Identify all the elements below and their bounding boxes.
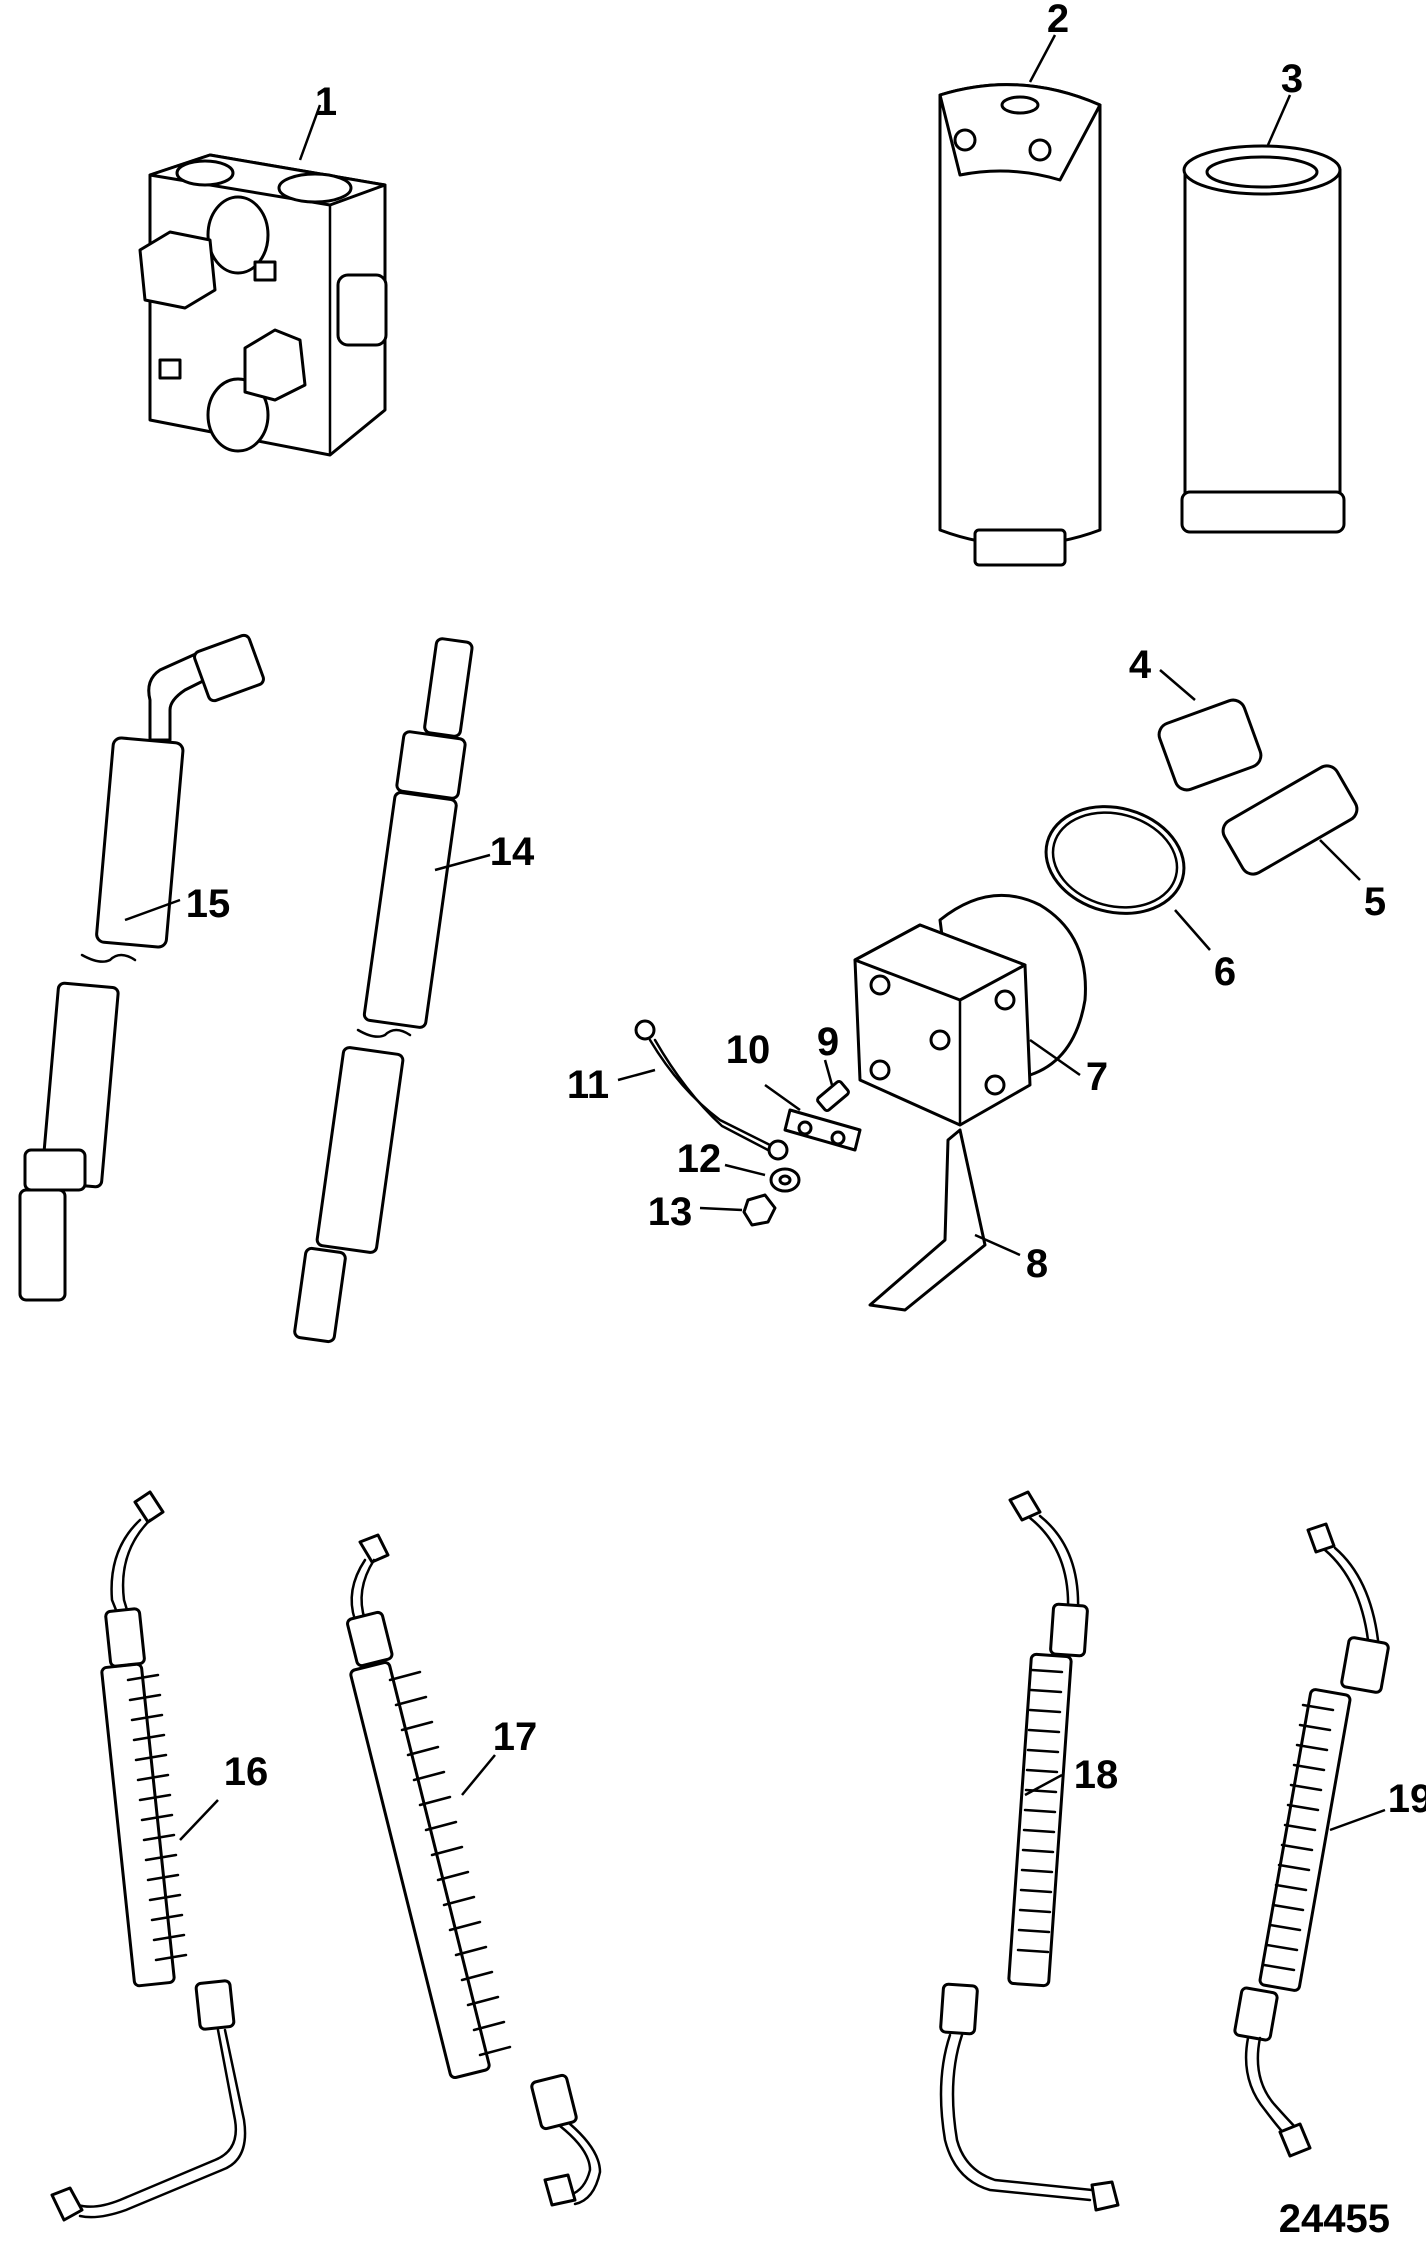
callout-6: 6 [1214,950,1236,994]
brake-line-part-16 [50,1490,247,2222]
filter-canister-part-2 [938,34,1102,567]
o-ring-part-6 [1044,805,1211,951]
washer-part-12 [724,1163,801,1193]
figure-number: 24455 [1278,2197,1390,2241]
callout-19: 19 [1388,1777,1426,1821]
callout-3: 3 [1281,57,1303,101]
plate-part-10 [764,1083,862,1152]
callout-15: 15 [186,882,231,926]
hose-part-15 [18,633,265,1302]
callout-2: 2 [1047,0,1069,41]
brake-line-part-19 [1233,1522,1390,2158]
nut-part-13 [699,1193,777,1227]
pump-housing-part-7 [853,893,1087,1127]
callout-17: 17 [493,1715,538,1759]
stud-part-9 [816,1059,850,1113]
callout-5: 5 [1364,880,1386,924]
callout-16: 16 [224,1750,269,1794]
callout-7: 7 [1086,1055,1108,1099]
callout-11: 11 [567,1063,609,1107]
valve-block-part-1 [138,104,388,457]
callout-13: 13 [648,1190,693,1234]
bracket-part-8 [868,1128,1021,1312]
callout-9: 9 [817,1020,839,1064]
callout-10: 10 [726,1028,771,1072]
callout-1: 1 [315,80,337,124]
ground-wire-part-11 [617,1019,789,1161]
callout-4: 4 [1129,643,1152,687]
filter-element-part-3 [1180,94,1346,534]
callout-8: 8 [1026,1242,1048,1286]
callout-18: 18 [1074,1753,1119,1797]
hose-part-14 [293,637,491,1344]
brake-line-part-18 [939,1490,1120,2212]
fitting-part-5 [1221,764,1361,881]
callout-14: 14 [490,830,535,874]
brake-line-part-17 [346,1533,602,2207]
callout-labels: 1 2 3 4 5 6 7 8 9 10 11 12 13 14 15 16 1… [186,0,1426,1821]
fitting-part-4 [1157,669,1263,792]
callout-12: 12 [677,1137,722,1181]
